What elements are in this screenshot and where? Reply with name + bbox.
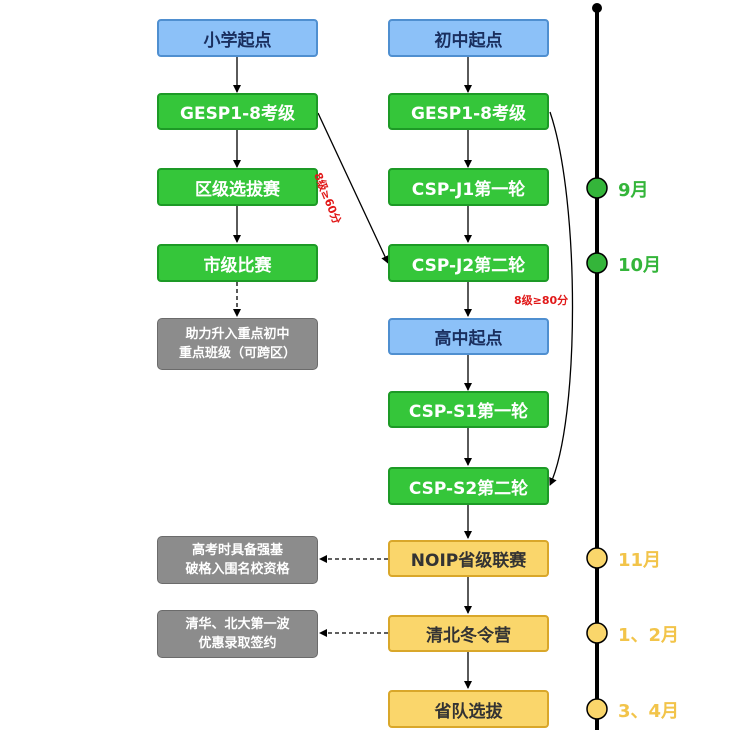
district-label: 区级选拔赛 — [195, 179, 280, 200]
timeline-dot-nov — [586, 547, 608, 569]
gesp-primary-box: GESP1-8考级 — [157, 93, 318, 130]
city-box: 市级比赛 — [157, 244, 318, 282]
cspj2-box: CSP-J2第二轮 — [388, 244, 549, 282]
gaokao-outcome-label: 高考时具备强基 破格入围名校资格 — [185, 543, 290, 577]
junior-start-box: 初中起点 — [388, 19, 549, 57]
timeline-dot-oct — [586, 252, 608, 274]
cspj1-label: CSP-J1第一轮 — [411, 179, 526, 200]
gesp-junior-box: GESP1-8考级 — [388, 93, 549, 130]
cspj1-box: CSP-J1第一轮 — [388, 168, 549, 206]
csps2-box: CSP-S2第二轮 — [388, 467, 549, 505]
noip-box: NOIP省级联赛 — [388, 540, 549, 577]
noip-label: NOIP省级联赛 — [410, 551, 527, 571]
district-box: 区级选拔赛 — [157, 168, 318, 206]
middle-outcome-box: 助力升入重点初中 重点班级（可跨区） — [157, 318, 318, 370]
senior-start-label: 高中起点 — [434, 329, 503, 349]
provincial-box: 省队选拔 — [388, 690, 549, 728]
timeline-label-oct: 10月 — [618, 255, 662, 276]
primary-start-label: 小学起点 — [203, 30, 272, 51]
timeline-dot-mar-apr — [586, 698, 608, 720]
tsinghua-outcome-box: 清华、北大第一波 优惠录取签约 — [157, 610, 318, 658]
qingbei-label: 清北冬令营 — [426, 626, 511, 646]
csps1-label: CSP-S1第一轮 — [408, 402, 529, 422]
arrow-gesp-junior-to-csps2 — [549, 111, 574, 486]
middle-outcome-label: 助力升入重点初中 重点班级（可跨区） — [178, 327, 296, 361]
gaokao-outcome-box: 高考时具备强基 破格入围名校资格 — [157, 536, 318, 584]
csps2-label: CSP-S2第二轮 — [408, 478, 529, 499]
junior-start-label: 初中起点 — [434, 30, 503, 51]
timeline-dot-sep — [586, 177, 608, 199]
timeline-label-mar-apr: 3、4月 — [618, 701, 680, 722]
timeline-dot-jan-feb — [586, 622, 608, 644]
arrow-gesp-primary-to-cspj2 — [317, 112, 389, 264]
timeline-label-sep: 9月 — [618, 180, 649, 201]
qingbei-box: 清北冬令营 — [388, 615, 549, 652]
gesp-junior-label: GESP1-8考级 — [411, 104, 526, 124]
timeline-top-dot — [592, 3, 602, 13]
tsinghua-outcome-label: 清华、北大第一波 优惠录取签约 — [185, 617, 290, 651]
gesp-primary-label: GESP1-8考级 — [180, 104, 295, 124]
timeline-label-nov: 11月 — [618, 550, 662, 571]
condition-label-csps2: 8级≥80分 — [514, 294, 569, 307]
senior-start-box: 高中起点 — [388, 318, 549, 355]
csps1-box: CSP-S1第一轮 — [388, 391, 549, 428]
primary-start-box: 小学起点 — [157, 19, 318, 57]
cspj2-label: CSP-J2第二轮 — [411, 255, 526, 276]
provincial-label: 省队选拔 — [434, 701, 503, 722]
timeline-label-jan-feb: 1、2月 — [618, 625, 680, 646]
city-label: 市级比赛 — [203, 255, 272, 276]
